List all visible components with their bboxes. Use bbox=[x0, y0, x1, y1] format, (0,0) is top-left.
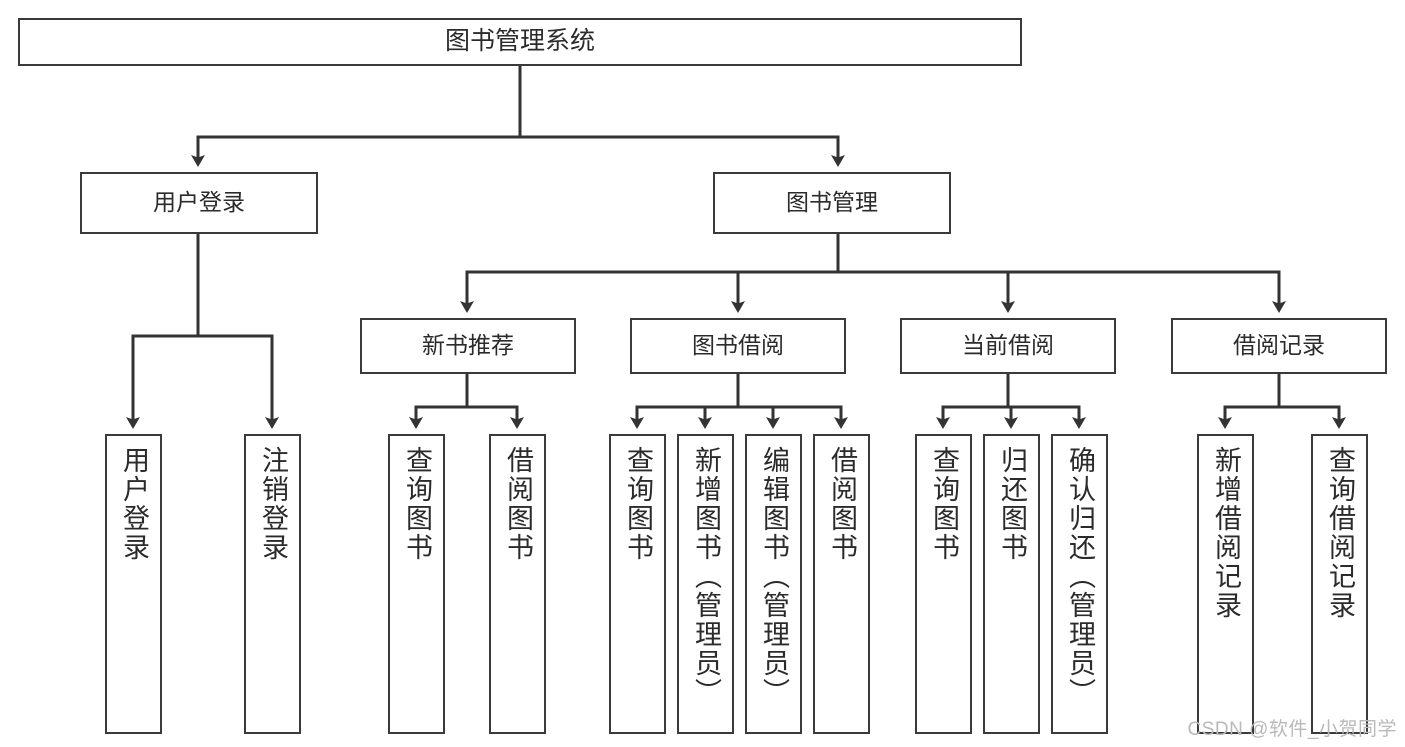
leaf-borrow-edit-book-admin[interactable]: 编辑图书（管理员） bbox=[745, 434, 802, 734]
node-label: 图书管理系统 bbox=[444, 27, 595, 56]
node-label: 查询图书 bbox=[929, 446, 959, 562]
node-label: 借阅图书 bbox=[827, 446, 857, 562]
node-label: 图书借阅 bbox=[692, 332, 784, 359]
node-label: 图书管理 bbox=[786, 189, 878, 216]
node-label: 借阅图书 bbox=[503, 446, 533, 562]
leaf-borrow-borrow-books[interactable]: 借阅图书 bbox=[813, 434, 870, 734]
node-label: 归还图书 bbox=[997, 446, 1027, 562]
leaf-new-book-query-books[interactable]: 查询图书 bbox=[388, 434, 445, 734]
node-current-borrowing[interactable]: 当前借阅 bbox=[900, 318, 1116, 374]
leaf-record-add-borrow-record[interactable]: 新增借阅记录 bbox=[1197, 434, 1254, 734]
node-book-management[interactable]: 图书管理 bbox=[713, 172, 951, 234]
node-label: 用户登录 bbox=[119, 446, 149, 562]
node-label: 新增图书（管理员） bbox=[691, 446, 721, 707]
leaf-current-confirm-return-admin[interactable]: 确认归还（管理员） bbox=[1051, 434, 1108, 734]
node-label: 新增借阅记录 bbox=[1211, 446, 1241, 620]
watermark-text: CSDN @软件_小贺同学 bbox=[1187, 719, 1397, 740]
leaf-user-login-login[interactable]: 用户登录 bbox=[105, 434, 162, 734]
leaf-user-login-logout[interactable]: 注销登录 bbox=[244, 434, 301, 734]
node-book-borrowing[interactable]: 图书借阅 bbox=[630, 318, 846, 374]
leaf-record-query-borrow-record[interactable]: 查询借阅记录 bbox=[1311, 434, 1368, 734]
node-label: 查询图书 bbox=[402, 446, 432, 562]
node-label: 借阅记录 bbox=[1233, 332, 1325, 359]
leaf-current-query-books[interactable]: 查询图书 bbox=[915, 434, 972, 734]
node-borrowing-records[interactable]: 借阅记录 bbox=[1171, 318, 1387, 374]
node-label: 新书推荐 bbox=[422, 332, 514, 359]
node-label: 当前借阅 bbox=[962, 332, 1054, 359]
node-label: 注销登录 bbox=[258, 446, 288, 562]
node-label: 查询借阅记录 bbox=[1325, 446, 1355, 620]
leaf-current-return-books[interactable]: 归还图书 bbox=[983, 434, 1040, 734]
node-new-book-recommendation[interactable]: 新书推荐 bbox=[360, 318, 576, 374]
leaf-borrow-query-books[interactable]: 查询图书 bbox=[609, 434, 666, 734]
node-user-login[interactable]: 用户登录 bbox=[80, 172, 318, 234]
node-root-book-management-system[interactable]: 图书管理系统 bbox=[18, 18, 1022, 66]
leaf-borrow-add-book-admin[interactable]: 新增图书（管理员） bbox=[677, 434, 734, 734]
node-label: 编辑图书（管理员） bbox=[759, 446, 789, 707]
node-label: 用户登录 bbox=[153, 189, 245, 216]
node-label: 查询图书 bbox=[623, 446, 653, 562]
node-label: 确认归还（管理员） bbox=[1065, 446, 1095, 707]
leaf-new-book-borrow-books[interactable]: 借阅图书 bbox=[489, 434, 546, 734]
